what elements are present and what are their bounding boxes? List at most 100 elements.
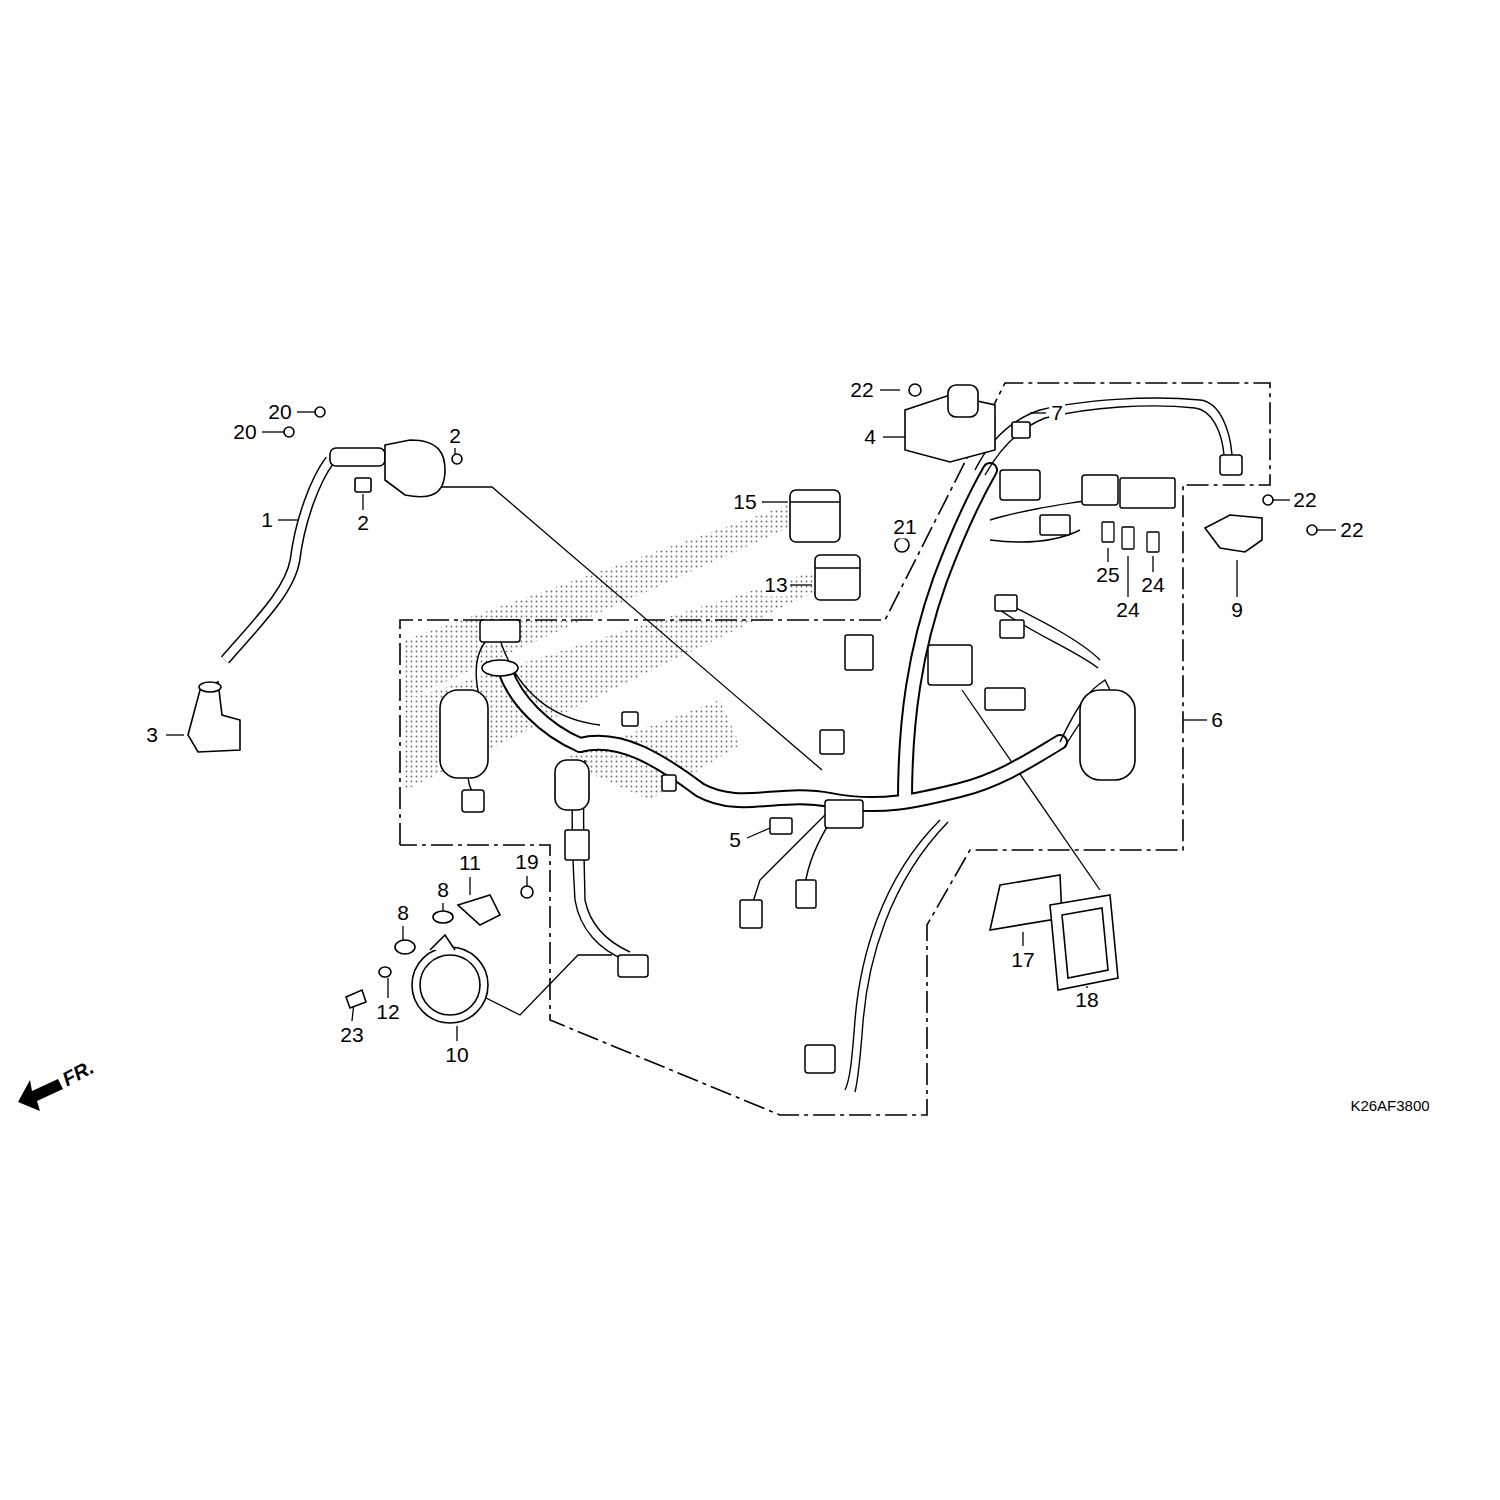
leader-lines-part <box>1272 499 1290 500</box>
callout-number: 24 <box>1114 598 1141 621</box>
horn-parts-part <box>379 967 391 977</box>
leader-lines-part <box>440 487 822 770</box>
capacitor-cans <box>440 660 1135 810</box>
ignition-coil-part <box>355 478 371 492</box>
callout-number: 17 <box>1009 948 1036 971</box>
callout-number: 21 <box>891 515 918 538</box>
leader-lines-part <box>762 501 788 502</box>
harness-wires-part <box>583 760 630 952</box>
boundary-dashes <box>400 383 1270 1115</box>
relay-units-part <box>1205 515 1262 552</box>
leader-lines-part <box>480 955 612 1015</box>
harness-connectors <box>462 455 1242 1073</box>
leader-lines-part <box>883 436 905 437</box>
control-units <box>990 875 1118 990</box>
harness-tubes-part-part <box>505 670 580 745</box>
horn-parts-part <box>521 886 533 898</box>
leader-lines-part <box>278 519 300 520</box>
callout-number: 20 <box>266 400 293 423</box>
ignition-coil-part <box>284 427 294 437</box>
callout-number: 22 <box>1338 518 1365 541</box>
direction-mark: FR. <box>57 1055 99 1091</box>
leader-lines-part <box>362 494 363 510</box>
harness-connectors-part <box>820 730 844 754</box>
leader-lines-part <box>166 734 184 735</box>
front-arrow <box>18 1079 63 1111</box>
relay-units-part <box>790 490 840 542</box>
callout-number: 6 <box>1209 708 1225 731</box>
leader-lines-part <box>790 584 812 585</box>
callout-number: 18 <box>1073 988 1100 1011</box>
harness-connectors-part <box>1040 515 1070 535</box>
callout-number: 20 <box>231 420 258 443</box>
leader-lines-part <box>456 1026 457 1041</box>
leader-lines <box>166 390 1336 1041</box>
leader-lines-part <box>1107 548 1108 562</box>
harness-connectors-part <box>805 1045 835 1073</box>
fuses-part <box>1122 527 1134 549</box>
relay-units-part <box>1012 422 1030 438</box>
front-arrow-part <box>18 1079 63 1111</box>
callout-number: 2 <box>355 511 371 534</box>
relay-units-part <box>1307 525 1317 535</box>
fuses-part <box>1147 532 1159 552</box>
callout-number: 22 <box>1291 488 1318 511</box>
relay-units-part <box>1263 495 1273 505</box>
harness-wires-part <box>1000 610 1098 668</box>
leader-lines-part <box>387 978 388 998</box>
control-units-part <box>1050 895 1118 990</box>
harness-tubes <box>505 470 1060 804</box>
callout-number: 8 <box>395 901 411 924</box>
relay-units-part <box>895 538 909 552</box>
horn-parts-part <box>346 990 366 1008</box>
leader-lines-part <box>880 389 900 390</box>
callout-number: 19 <box>513 850 540 873</box>
harness-connectors-part <box>1082 475 1118 505</box>
ignition-coil-part <box>225 460 330 660</box>
callout-number: 10 <box>443 1043 470 1066</box>
leader-lines-part <box>1183 719 1207 720</box>
relay-units-part <box>790 501 840 503</box>
ignition-coil-part <box>385 440 445 497</box>
callout-number: 4 <box>862 425 878 448</box>
leader-lines-part <box>747 828 770 838</box>
harness-connectors-part <box>928 645 972 685</box>
ignition-coil-part <box>452 454 462 464</box>
leader-lines-part <box>1152 556 1153 572</box>
harness-wires-part <box>855 822 948 1092</box>
harness-tubes-part-part <box>505 670 580 745</box>
harness-connectors-part <box>1000 620 1024 638</box>
callout-number: 1 <box>259 508 275 531</box>
harness-connectors-part <box>825 800 863 828</box>
callout-number: 3 <box>144 723 160 746</box>
harness-connectors-part <box>622 712 638 726</box>
leader-lines-part <box>1316 529 1336 530</box>
horn-parts-part <box>433 911 453 923</box>
harness-wires-part <box>500 640 600 725</box>
harness-tubes-part <box>505 470 1060 804</box>
leader-lines-part <box>1022 932 1023 946</box>
horn-parts <box>346 886 533 1023</box>
horn-parts-part <box>420 955 480 1015</box>
capacitor-cans-part <box>440 690 488 778</box>
diagram-code: K26AF3800 <box>1348 1098 1431 1115</box>
harness-connectors-part <box>770 818 792 834</box>
plug-cap-part <box>199 682 221 692</box>
relay-units <box>790 384 1317 600</box>
harness-connectors-part <box>618 955 648 977</box>
harness-connectors-part <box>1120 478 1175 508</box>
fuses <box>1102 522 1159 552</box>
harness-connectors-part <box>995 595 1017 611</box>
callout-number: 15 <box>731 490 758 513</box>
leader-lines-part <box>526 876 527 886</box>
harness-wires-part <box>845 820 940 1090</box>
callout-number: 11 <box>457 851 483 874</box>
relay-units-part <box>909 384 921 396</box>
horn-parts-part <box>458 895 500 925</box>
ignition-coil-part <box>225 460 330 660</box>
harness-connectors-part <box>845 635 873 670</box>
horn-parts-part <box>412 947 488 1023</box>
callout-number: 23 <box>338 1023 365 1046</box>
